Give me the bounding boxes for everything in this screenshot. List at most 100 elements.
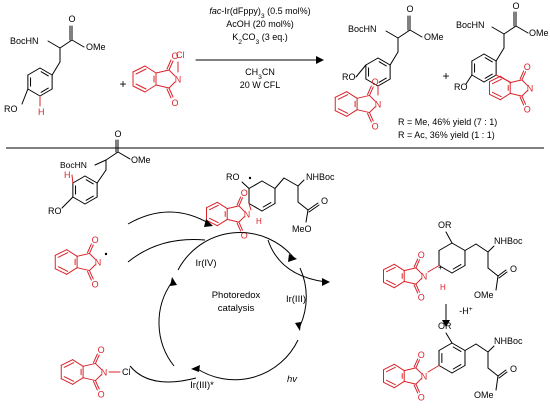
bond	[297, 179, 305, 187]
oxygen-label: O	[114, 129, 121, 139]
bond	[383, 281, 395, 289]
bond	[337, 94, 349, 100]
bond	[166, 59, 172, 70]
bond	[60, 378, 74, 385]
bond	[452, 364, 462, 370]
bond	[105, 151, 119, 161]
bond	[39, 88, 53, 97]
oxygen-label: O	[418, 350, 425, 360]
nitrogen-label: N	[375, 100, 382, 110]
bond	[47, 40, 61, 49]
oxidation-arrow	[267, 239, 327, 283]
oxygen-label: O	[92, 235, 99, 245]
hydrogen-label: H	[440, 283, 446, 292]
bond	[61, 196, 74, 209]
bond	[415, 267, 422, 274]
bond	[66, 267, 78, 275]
reaction-arrow: fac-Ir(dFppy)3 (0.5 mol%)AcOH (20 mol%)K…	[195, 6, 324, 90]
bond	[521, 90, 528, 97]
ir-iii-label: Ir(III)	[286, 294, 306, 305]
bond	[72, 377, 84, 385]
bond	[509, 92, 523, 97]
arrow-head	[295, 322, 301, 331]
bond	[238, 221, 243, 231]
bond	[132, 65, 146, 73]
bond	[248, 180, 263, 189]
bond	[93, 353, 98, 363]
bond	[88, 252, 96, 260]
methoxy-label: OMe	[474, 390, 494, 400]
ro-label: RO	[48, 206, 62, 216]
bond	[168, 81, 176, 89]
bond	[515, 25, 529, 34]
ro-label: RO	[342, 72, 356, 82]
cycle-arc-right	[299, 267, 307, 327]
bond	[521, 95, 526, 105]
bond	[475, 243, 489, 253]
deprotonation-label: -H+	[459, 306, 473, 317]
bond	[495, 47, 505, 62]
bond	[94, 362, 102, 370]
bond	[415, 359, 420, 369]
bond	[452, 346, 462, 352]
bond	[85, 195, 94, 201]
bond	[413, 284, 419, 294]
bond	[386, 266, 396, 273]
oxygen-label: O	[372, 122, 379, 132]
bond	[386, 379, 396, 386]
oxygen-label: O	[241, 188, 248, 198]
bond	[226, 205, 240, 210]
or-label: OR	[438, 321, 452, 331]
bond	[356, 94, 370, 99]
bond	[27, 88, 41, 97]
bond	[63, 376, 75, 382]
bond	[484, 57, 493, 63]
bond	[498, 371, 508, 379]
oxygen-label: O	[418, 250, 425, 260]
bond	[368, 112, 374, 122]
chlorine-label: Cl	[176, 50, 185, 60]
bond	[71, 174, 74, 184]
bond	[84, 196, 98, 205]
bond	[445, 231, 453, 244]
bond	[487, 367, 499, 377]
bond	[155, 84, 170, 89]
bond	[393, 280, 405, 289]
bond	[451, 342, 466, 351]
bond	[54, 249, 68, 256]
deprotonation-arrow: -H+	[442, 304, 473, 327]
oxygen-label: O	[98, 390, 105, 400]
bond	[415, 278, 422, 285]
bond	[377, 57, 391, 66]
bond	[471, 53, 485, 62]
hydrogen-label: H	[256, 217, 262, 226]
or-label: OR	[438, 220, 452, 230]
bond	[415, 383, 420, 393]
bond	[415, 283, 420, 293]
bond	[385, 30, 399, 39]
bond	[403, 380, 417, 385]
bond	[135, 68, 147, 75]
bond	[386, 366, 396, 373]
oxygen-label: O	[418, 392, 425, 402]
chlorine-label: Cl	[122, 367, 131, 377]
bond	[445, 332, 453, 344]
catalyst-text: fac-Ir(dFppy)3 (0.5 mol%)	[209, 6, 310, 20]
cation-charge: +	[438, 263, 443, 272]
bond	[87, 243, 92, 253]
ro-label: RO	[226, 172, 240, 182]
nitrogen-label: N	[421, 372, 428, 382]
bond	[57, 252, 69, 258]
bond	[261, 203, 276, 212]
methoxy-label: OMe	[529, 28, 549, 38]
bond	[487, 267, 499, 277]
cycle-title-line2: catalysis	[218, 303, 255, 314]
bond	[483, 53, 497, 62]
bond	[216, 201, 228, 210]
bond	[51, 61, 61, 76]
bond	[497, 369, 507, 377]
bond	[471, 74, 485, 83]
bond	[498, 271, 508, 279]
